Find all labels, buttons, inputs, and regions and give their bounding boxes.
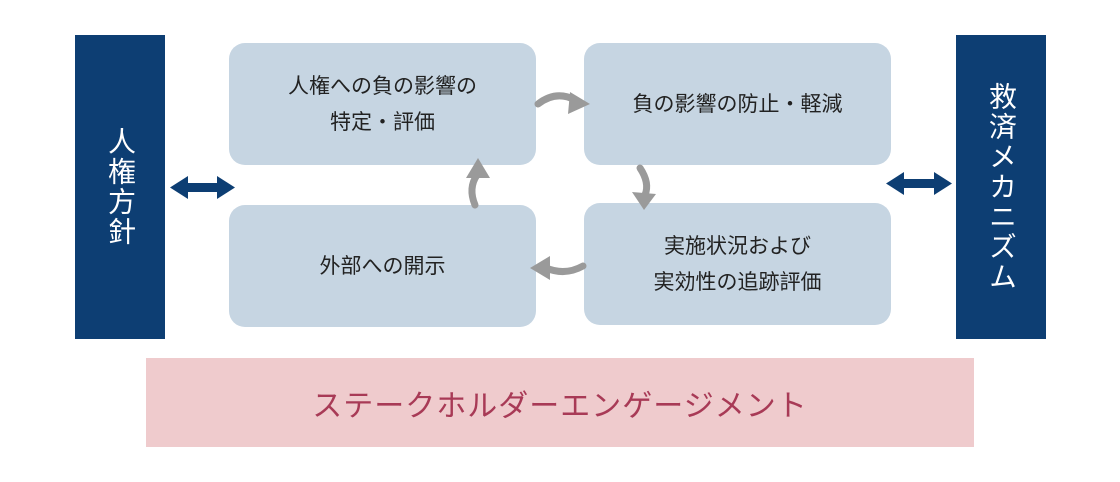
identify-assess-line1: 人権への負の影響の [288, 74, 477, 98]
prevent-mitigate-box: 負の影響の防止・軽減 [584, 43, 891, 165]
external-disclosure-box: 外部への開示 [229, 205, 536, 327]
prevent-mitigate-label: 負の影響の防止・軽減 [632, 92, 843, 116]
remedy-mechanism-label: 救済メカニズム [985, 82, 1018, 292]
track-evaluate-box: 実施状況および 実効性の追跡評価 [584, 203, 891, 325]
human-rights-policy-label: 人権方針 [104, 127, 137, 247]
right-double-arrow-icon [886, 172, 952, 195]
arrowhead-prevent-to-track [632, 192, 656, 210]
stakeholder-engagement-label: ステークホルダーエンゲージメント [312, 388, 808, 424]
track-evaluate-line1: 実施状況および [664, 234, 811, 258]
arrow-prevent-to-track [636, 164, 651, 199]
remedy-mechanism-bar: 救済メカニズム [956, 35, 1046, 339]
external-disclosure-label: 外部への開示 [319, 254, 446, 278]
identify-assess-box: 人権への負の影響の 特定・評価 [229, 43, 536, 165]
arrowhead-disclose-to-identify [466, 158, 490, 178]
arrow-track-to-disclose [542, 262, 587, 275]
identify-assess-line2: 特定・評価 [330, 110, 435, 134]
arrow-disclose-to-identify [468, 171, 481, 209]
left-double-arrow-icon [170, 176, 235, 199]
arrowhead-track-to-disclose [530, 256, 550, 280]
stakeholder-engagement-bar: ステークホルダーエンゲージメント [146, 358, 974, 447]
track-evaluate-line2: 実効性の追跡評価 [653, 270, 822, 294]
arrowhead-identify-to-prevent [568, 92, 590, 114]
human-rights-policy-bar: 人権方針 [75, 35, 165, 339]
